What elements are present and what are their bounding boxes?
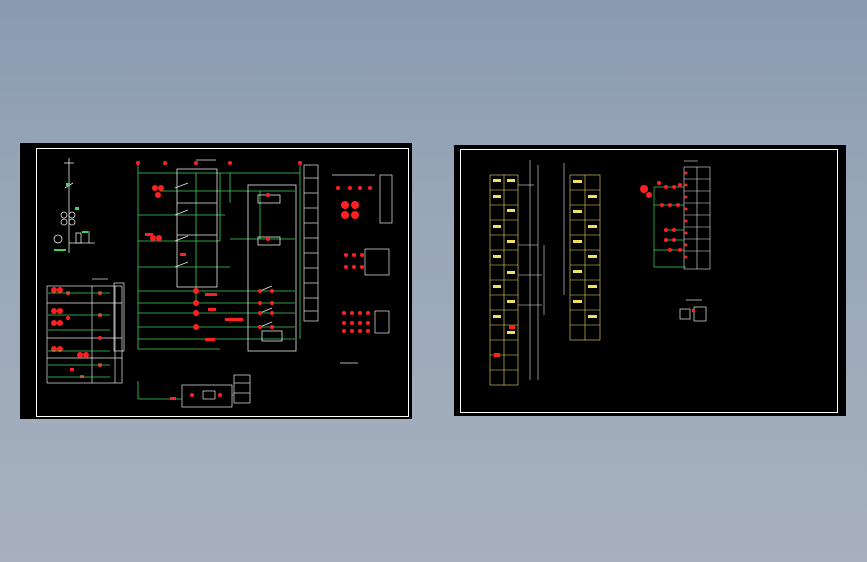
panel-wiring [48, 292, 110, 378]
relay-blocks [174, 159, 297, 352]
device-symbols [332, 174, 393, 364]
drawing-sheet-left[interactable] [20, 143, 412, 419]
block-contacts [640, 171, 688, 259]
right-wiring-diagram [489, 160, 711, 386]
drawing-sheet-right[interactable] [454, 145, 846, 416]
left-schematic [46, 158, 393, 408]
auxiliary-circuit [181, 374, 251, 408]
terminal-strip [303, 164, 319, 322]
control-circuit-wiring [137, 163, 301, 350]
device-contacts [336, 186, 372, 333]
terminal-table-1-fill [493, 179, 515, 334]
terminal-block [683, 160, 711, 270]
sheet-border [36, 148, 409, 417]
terminal-table-1 [489, 174, 519, 386]
single-line-diagram [53, 158, 95, 253]
table-1-leads [518, 160, 545, 380]
circuit-components [136, 161, 302, 341]
terminal-table-2 [569, 174, 601, 341]
terminal-table-2-fill [573, 180, 597, 318]
device-symbol [679, 299, 707, 322]
panel-components [51, 287, 102, 378]
control-panel [46, 278, 125, 384]
sheet-border [460, 149, 838, 413]
block-wiring [653, 186, 686, 268]
